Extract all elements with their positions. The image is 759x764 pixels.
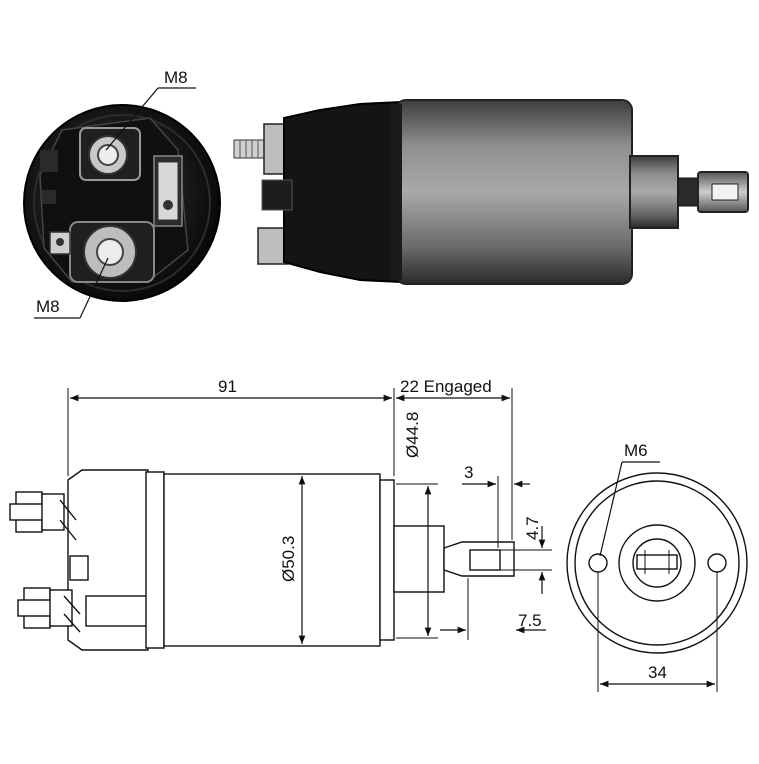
bottom-m8-label: M8 [36,297,60,316]
dim-engaged: 22 Engaged [396,377,513,540]
dim-tip-length: 7.5 [440,578,546,640]
side-view-photo [233,99,749,285]
m6-label: M6 [624,441,648,460]
dim-body-length: 91 [67,377,395,476]
top-terminal-photo [79,127,141,181]
end-cap-photo [23,104,221,302]
dim-hole-spacing: 34 [597,572,718,692]
dim-slot-width: 4.7 [500,516,552,594]
dim-22-label: 22 Engaged [400,377,492,396]
front-view-drawing [566,472,748,654]
dim-448-label: Ø44.8 [403,412,422,458]
dim-rear-diameter: Ø44.8 [396,412,438,639]
dim-47-label: 4.7 [523,516,542,540]
dim-plunger-offset: 3 [462,463,530,548]
top-m8-label: M8 [164,68,188,87]
dim-34-label: 34 [648,663,667,682]
dim-75-label: 7.5 [518,611,542,630]
dim-503-label: Ø50.3 [279,536,298,582]
dim-3-label: 3 [464,463,473,482]
top-m8-callout: M8 [105,68,196,151]
dim-91-label: 91 [218,377,237,396]
bottom-terminal-photo [49,221,155,283]
dim-body-diameter: Ø50.3 [279,476,306,644]
side-view-drawing [9,469,515,651]
bottom-m8-callout: M8 [34,257,109,319]
m6-callout: M6 [599,441,660,557]
